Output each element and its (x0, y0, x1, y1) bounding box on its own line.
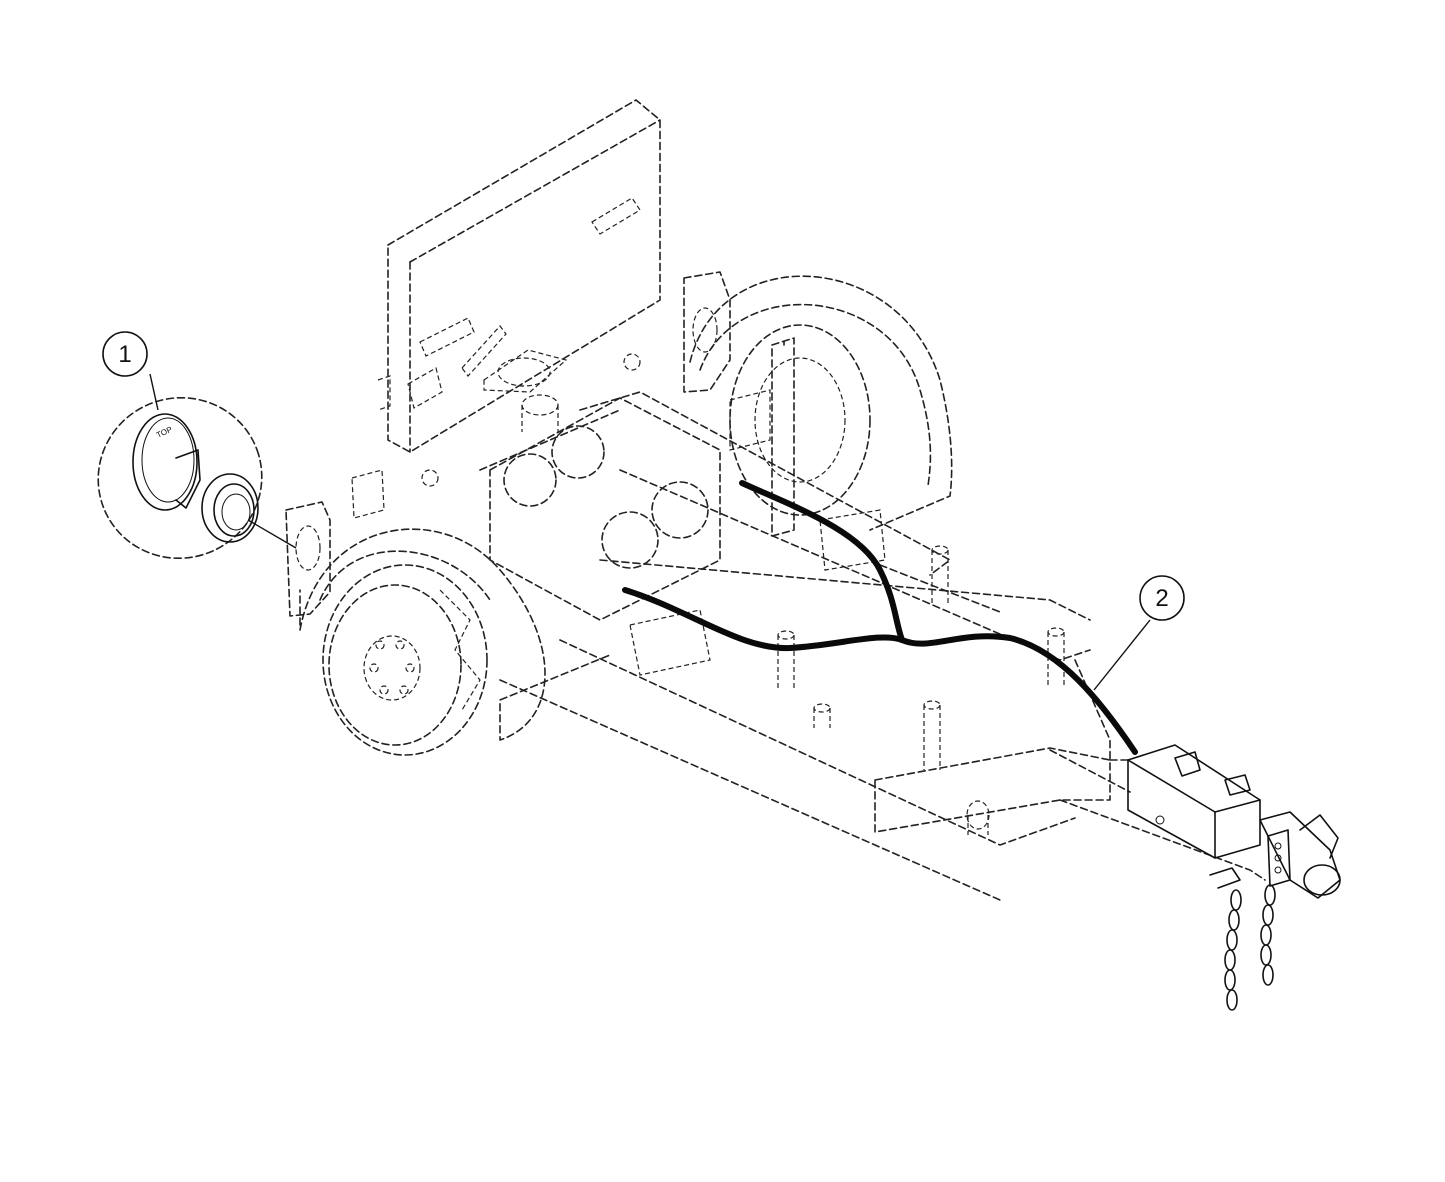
leader-2 (1093, 619, 1151, 691)
wiring-harness (622, 480, 1138, 755)
lamp-clip (175, 449, 201, 509)
stake-posts (771, 337, 1065, 770)
harness-front-branch (622, 587, 1138, 755)
harness-rear-branch (739, 480, 905, 643)
grommet (201, 473, 259, 543)
callout-2-label: 2 (1155, 585, 1168, 612)
leader-lines (149, 373, 1151, 691)
trailer-frame (479, 391, 1266, 901)
leader-1-grommet (247, 519, 297, 549)
rear-fender (683, 271, 953, 531)
callout-1: 1 (102, 331, 148, 377)
callout-1-label: 1 (118, 341, 131, 368)
callout-2: 2 (1139, 575, 1185, 621)
trailer-phantom (285, 99, 1266, 901)
lamp-top-marking: TOP (155, 425, 174, 440)
leader-1 (149, 373, 159, 411)
hitch-coupler (1127, 744, 1341, 899)
tail-light-detail: TOP (97, 396, 263, 560)
safety-chains (1224, 884, 1276, 1011)
front-wheel (285, 469, 611, 756)
tank-holders (489, 389, 886, 676)
front-board (377, 99, 661, 487)
lamp-lens (132, 413, 198, 511)
